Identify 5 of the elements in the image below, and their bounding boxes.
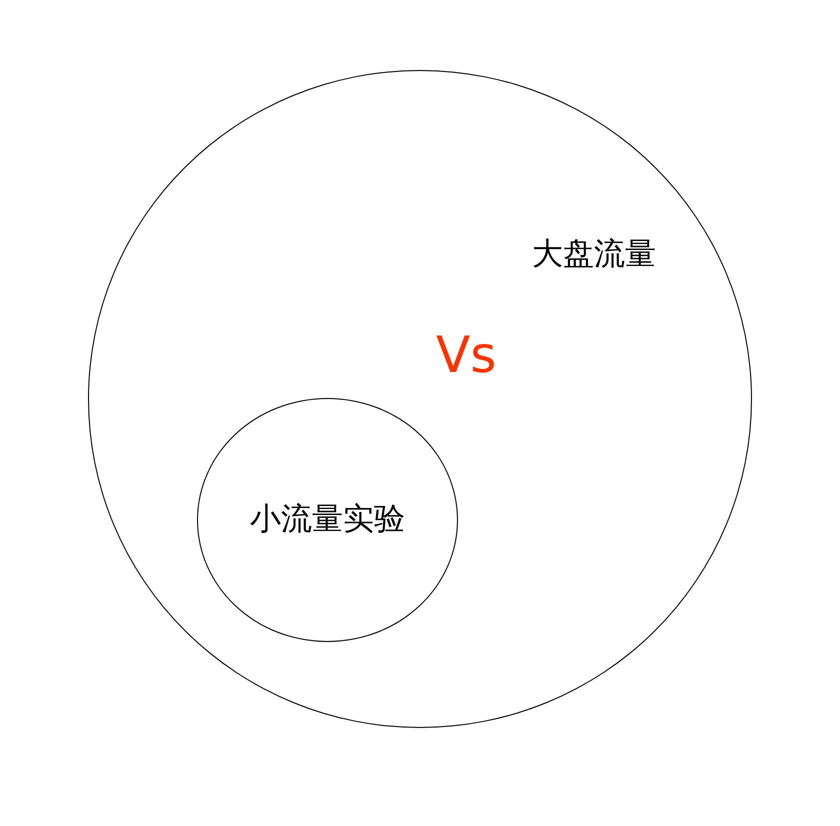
circle-label: 小流量实验 — [250, 501, 405, 539]
vs-label: Vs — [436, 327, 496, 384]
small-circle — [197, 398, 458, 642]
large-circle — [88, 70, 752, 728]
circle-label: 大盘流量 — [532, 236, 656, 274]
